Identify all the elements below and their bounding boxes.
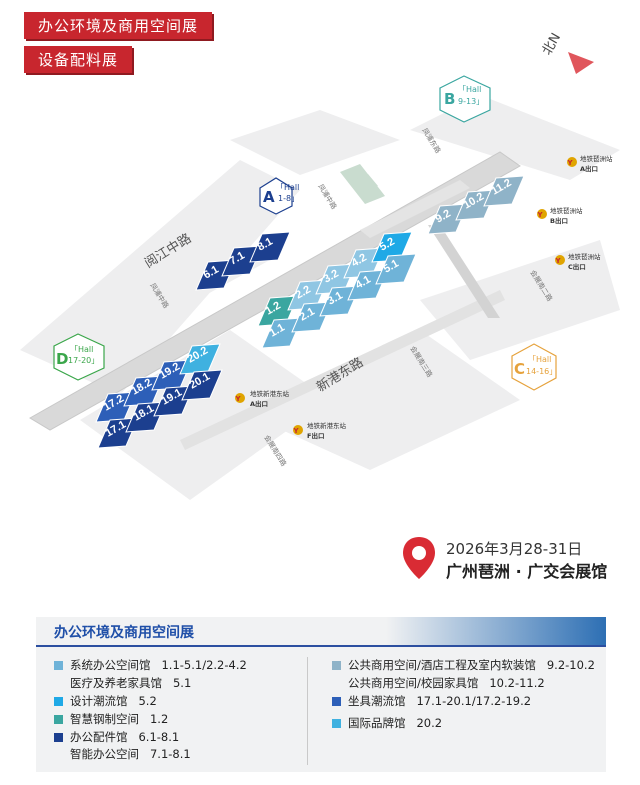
legend-swatch: [54, 697, 63, 706]
event-info: 2026年3月28-31日 广州琶洲 · 广交会展馆: [400, 535, 630, 585]
svg-text:Y: Y: [235, 395, 242, 403]
entrance-range: 9-13」: [458, 97, 484, 106]
entrance-hall: 「Hall: [70, 345, 93, 354]
entrance-marker-b: B 「Hall 9-13」: [439, 75, 491, 123]
entrance-range: 17-20」: [68, 356, 99, 365]
entrance-letter: C: [514, 360, 525, 378]
metro-station-pazhou-a: Y 地铁琶洲站 A出口: [567, 154, 614, 173]
entrance-hall: 「Hall: [458, 85, 481, 94]
svg-text:Y: Y: [537, 211, 544, 219]
metro-name: 地铁新港东站: [250, 389, 290, 398]
location-pin-icon: [403, 537, 435, 579]
hall-block: [483, 175, 525, 207]
legend-title: 办公环境及商用空间展: [54, 625, 194, 641]
entrance-range: 14-16」: [526, 367, 557, 376]
entrance-hall: 「Hall: [528, 355, 551, 364]
metro-exit: A出口: [250, 399, 268, 408]
legend-swatch: [54, 733, 63, 742]
metro-exit: B出口: [550, 216, 568, 225]
legend-swatch: [332, 719, 341, 728]
legend-item: 国际品牌馆 20.2: [348, 716, 443, 730]
legend-item: 智慧钢制空间 1.2: [70, 712, 169, 726]
hall-block: [249, 231, 291, 263]
event-venue: 广州琶洲 · 广交会展馆: [446, 562, 608, 581]
metro-exit: A出口: [580, 164, 598, 173]
metro-name: 地铁琶洲站: [550, 206, 583, 215]
metro-exit: F出口: [307, 431, 324, 440]
compass-icon: 北N: [540, 31, 594, 74]
event-date: 2026年3月28-31日: [446, 540, 583, 558]
entrance-marker-d: D 「Hall 17-20」: [53, 333, 105, 381]
metro-station-pazhou-b: Y 地铁琶洲站 B出口: [537, 206, 584, 225]
metro-exit: C出口: [568, 262, 586, 271]
venue-map: 6.17.18.19.210.211.21.22.23.24.25.21.12.…: [20, 31, 620, 500]
svg-text:Y: Y: [293, 427, 300, 435]
entrance-letter: D: [56, 350, 68, 368]
entrance-marker-c: C 「Hall 14-16」: [511, 343, 557, 391]
metro-station-xingang-a: Y 地铁新港东站 A出口: [235, 389, 290, 408]
legend-item: 办公配件馆 6.1-8.1: [70, 730, 180, 744]
title-tag-sub: 设备配料展: [24, 46, 133, 73]
legend-header: 办公环境及商用空间展: [36, 617, 606, 647]
legend-swatch: [332, 697, 341, 706]
legend-swatch: [54, 661, 63, 670]
legend-item: 系统办公空间馆 1.1-5.1/2.2-4.2: [70, 658, 247, 672]
legend-item: 设计潮流馆 5.2: [70, 694, 157, 708]
svg-text:Y: Y: [567, 159, 574, 167]
metro-name: 地铁琶洲站: [568, 252, 601, 261]
legend-item: 智能办公空间 7.1-8.1: [70, 747, 191, 761]
entrance-letter: B: [444, 90, 455, 108]
compass-label: 北N: [540, 31, 564, 58]
hall-block: [375, 253, 417, 285]
hall-block: [181, 369, 223, 401]
legend-panel: 办公环境及商用空间展 系统办公空间馆 1.1-5.1/2.2-4.2 医疗及养老…: [36, 617, 606, 772]
metro-station-xingang-f: Y 地铁新港东站 F出口: [293, 421, 347, 440]
legend-item: 公共商用空间/校园家具馆 10.2-11.2: [348, 676, 545, 690]
legend-item: 医疗及养老家具馆 5.1: [70, 676, 192, 690]
metro-name: 地铁新港东站: [307, 421, 347, 430]
legend-item: 公共商用空间/酒店工程及室内软装馆 9.2-10.2: [348, 658, 595, 672]
legend-swatch: [332, 661, 341, 670]
road-label: 凤浦中路: [316, 182, 338, 211]
legend-swatch: [54, 715, 63, 724]
title-tag-main: 办公环境及商用空间展: [24, 12, 213, 39]
entrance-hall: 「Hall: [276, 183, 299, 192]
legend-item: 坐具潮流馆 17.1-20.1/17.2-19.2: [348, 694, 532, 708]
metro-station-pazhou-c: Y 地铁琶洲站 C出口: [555, 252, 602, 271]
svg-text:Y: Y: [555, 257, 562, 265]
entrance-letter: A: [263, 188, 275, 206]
entrance-range: 1-8」: [278, 194, 299, 203]
metro-name: 地铁琶洲站: [580, 154, 613, 163]
entrance-marker-a: A 「Hall 1-8」: [259, 177, 299, 215]
